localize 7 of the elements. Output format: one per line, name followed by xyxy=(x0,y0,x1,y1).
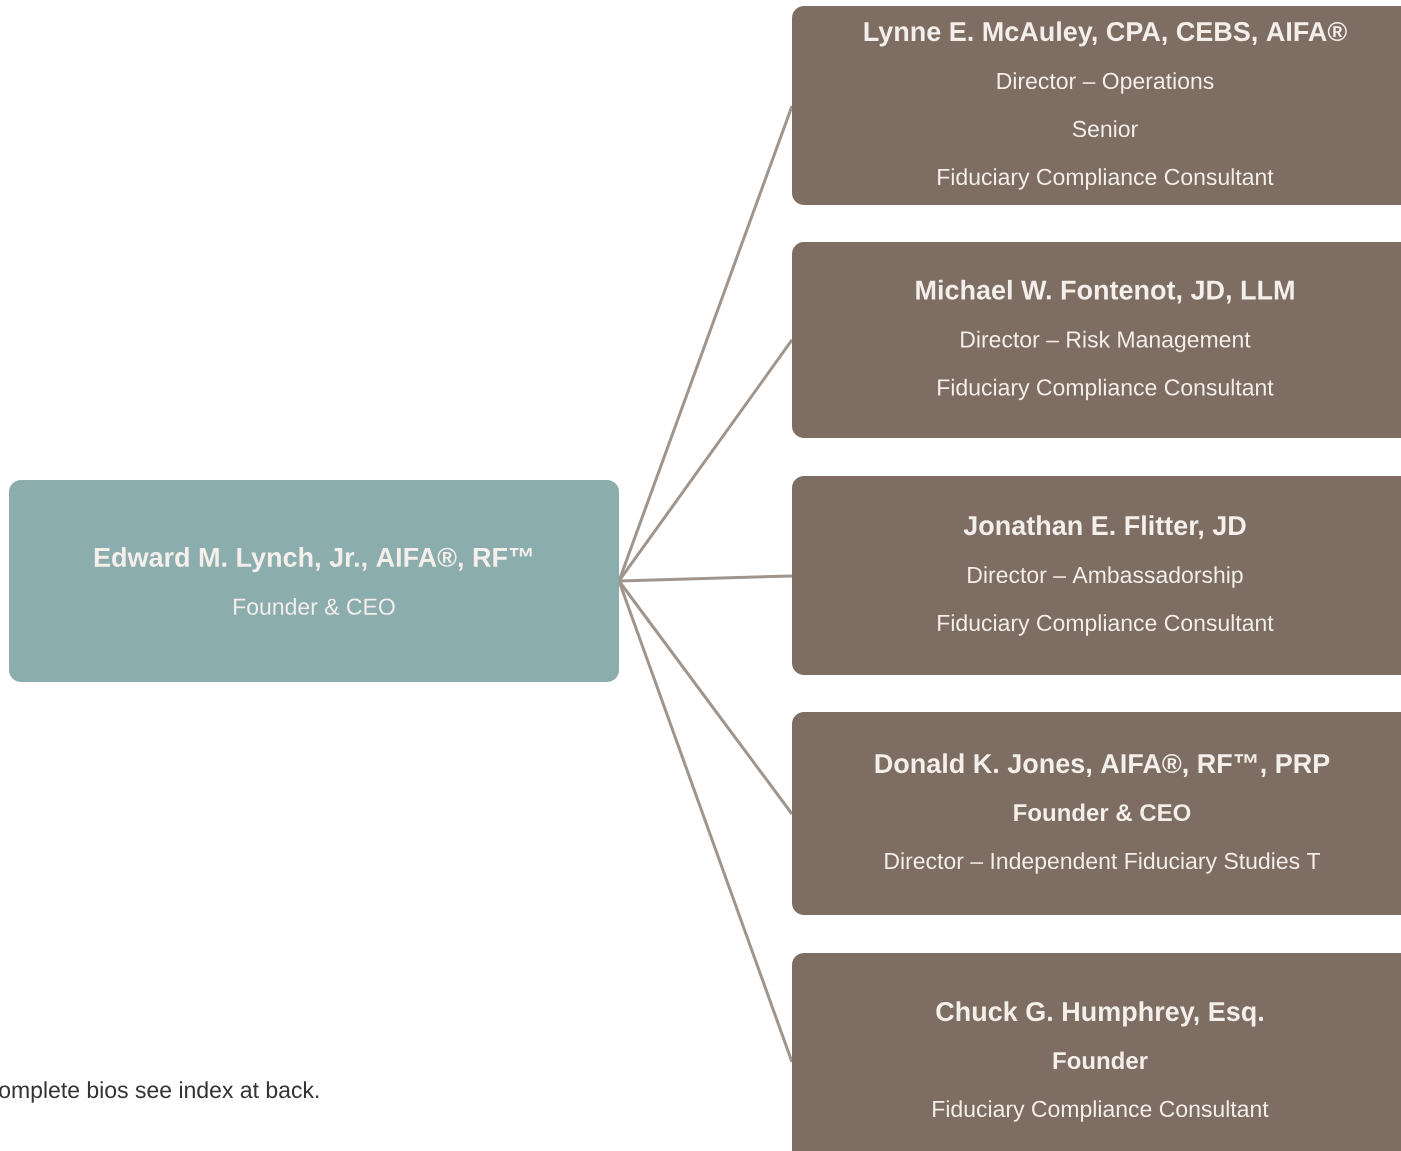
person-box: Donald K. Jones, AIFA®, RF™, PRP Founder & CEO Director – Independent Fiduciary Studies T xyxy=(792,712,1401,915)
person-box: Lynne E. McAuley, CPA, CEBS, AIFA® Director – Operations Senior Fiduciary Compliance Consultant xyxy=(792,6,1401,205)
note-text: omplete bios see index at back. xyxy=(0,1081,319,1103)
person-box: Chuck G. Humphrey, Esq. Founder Fiduciary Compliance Consultant xyxy=(792,953,1401,1151)
person-box: Michael W. Fontenot, JD, LLM Director – Risk Management Fiduciary Compliance Consultant xyxy=(792,242,1401,438)
person-box: Edward M. Lynch, Jr., AIFA®, RF™ Founder & CEO xyxy=(9,480,619,682)
person-box: Jonathan E. Flitter, JD Director – Ambassadorship Fiduciary Compliance Consultant xyxy=(792,476,1401,675)
